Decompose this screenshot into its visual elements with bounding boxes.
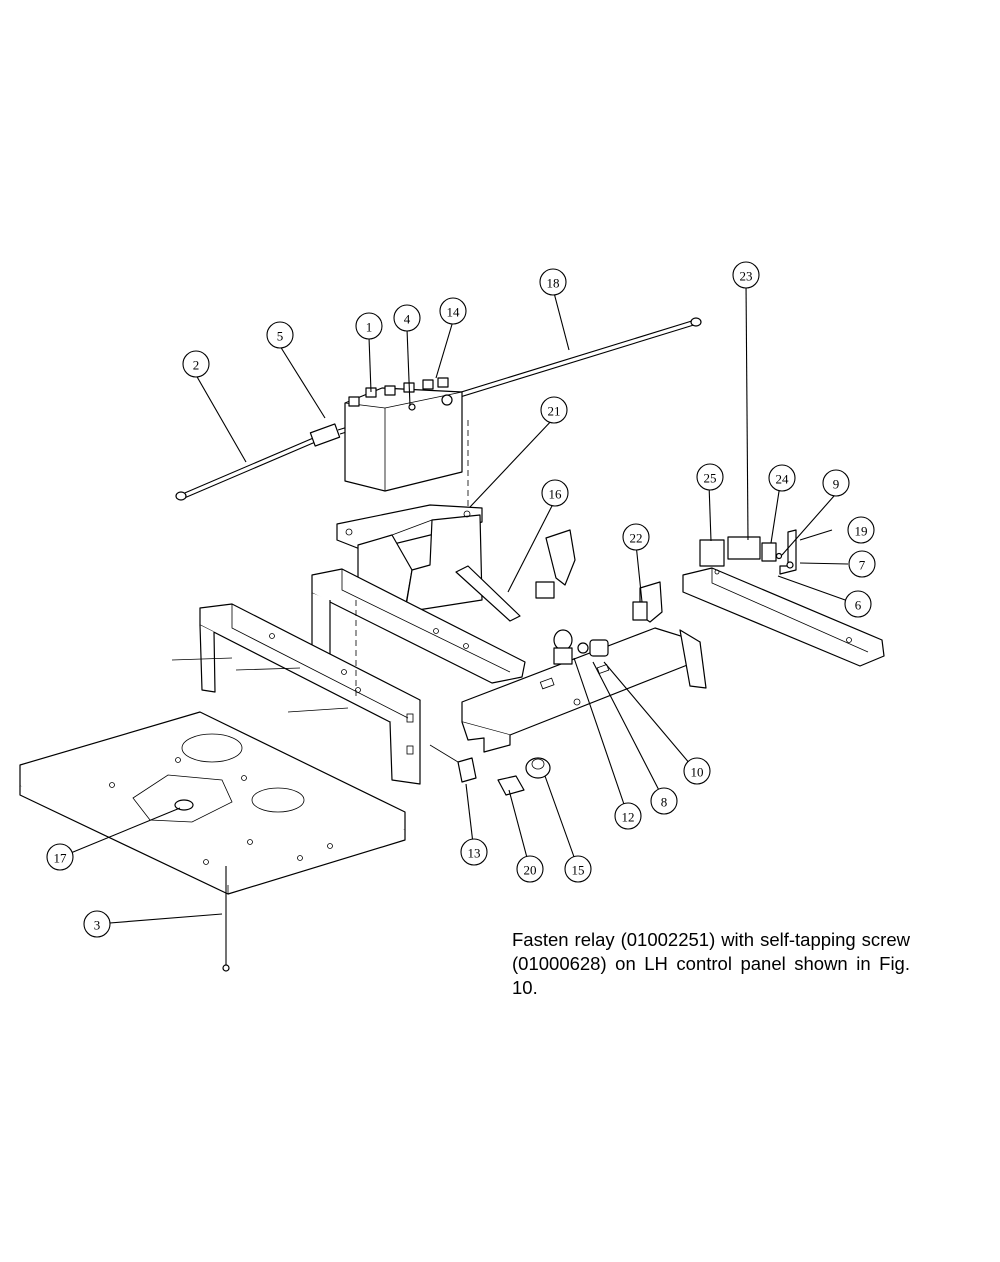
callout-number: 9: [833, 477, 840, 492]
callout-circle: [696, 463, 724, 491]
callout-circle: [822, 469, 850, 497]
callout-number: 13: [468, 846, 481, 861]
callout-15: 15: [564, 855, 592, 883]
callout-25: 25: [696, 463, 724, 491]
bezel-20: [497, 775, 525, 796]
callout-number: 16: [549, 487, 563, 502]
callout-number: 23: [740, 269, 753, 284]
callout-circle: [622, 523, 650, 551]
callout-number: 12: [622, 810, 635, 825]
callout-24: 24: [768, 464, 796, 492]
callout-4: 4: [393, 304, 421, 332]
grommet-15: [525, 757, 551, 779]
seat-switch: [455, 529, 576, 622]
callout-circle: [768, 464, 796, 492]
callout-2: 2: [182, 350, 210, 378]
callout-number: 14: [447, 305, 461, 320]
callout-circle: [439, 297, 467, 325]
switch-assembly: [699, 529, 797, 575]
callout-circle: [844, 590, 872, 618]
callout-circle: [460, 838, 488, 866]
callout-number: 25: [704, 471, 717, 486]
callout-number: 7: [859, 558, 866, 573]
callout-circle: [614, 802, 642, 830]
callout-18: 18: [539, 268, 567, 296]
relay-bracket: [632, 581, 663, 623]
callout-10: 10: [683, 757, 711, 785]
callout-number: 22: [630, 531, 643, 546]
callout-1: 1: [355, 312, 383, 340]
key-switch: [553, 629, 609, 665]
callout-number: 2: [193, 358, 200, 373]
chassis-plate: [19, 711, 406, 895]
battery: [344, 377, 463, 492]
callout-circle: [355, 312, 383, 340]
callout-17: 17: [46, 843, 74, 871]
control-panel: [461, 627, 707, 753]
callout-number: 18: [547, 276, 560, 291]
callout-16: 16: [541, 479, 569, 507]
right-control-panel: [682, 567, 885, 667]
ground-wire: [222, 866, 230, 972]
connector-13: [457, 757, 477, 783]
callout-circle: [46, 843, 74, 871]
callout-circle: [847, 516, 875, 544]
callout-13: 13: [460, 838, 488, 866]
callout-6: 6: [844, 590, 872, 618]
assembly-note: Fasten relay (01002251) with self-tappin…: [512, 928, 910, 1000]
callout-9: 9: [822, 469, 850, 497]
callout-circle: [393, 304, 421, 332]
callout-20: 20: [516, 855, 544, 883]
callout-19: 19: [847, 516, 875, 544]
callout-circle: [683, 757, 711, 785]
callout-number: 5: [277, 329, 284, 344]
callout-number: 24: [776, 472, 790, 487]
callout-circle: [516, 855, 544, 883]
callout-circle: [540, 396, 568, 424]
callout-14: 14: [439, 297, 467, 325]
callout-number: 15: [572, 863, 585, 878]
callout-number: 8: [661, 795, 668, 810]
callout-number: 3: [94, 918, 101, 933]
callout-circle: [182, 350, 210, 378]
callout-7: 7: [848, 550, 876, 578]
callout-number: 20: [524, 863, 537, 878]
callout-circle: [83, 910, 111, 938]
callout-number: 1: [366, 320, 373, 335]
callout-number: 21: [548, 404, 561, 419]
callout-circle: [564, 855, 592, 883]
callout-number: 4: [404, 312, 411, 327]
callout-number: 10: [691, 765, 704, 780]
assembly-note-line-1: Fasten relay (01002251) with self-tappin…: [512, 929, 910, 950]
callout-circle: [541, 479, 569, 507]
callout-circle: [848, 550, 876, 578]
callout-5: 5: [266, 321, 294, 349]
callout-3: 3: [83, 910, 111, 938]
callout-12: 12: [614, 802, 642, 830]
callout-23: 23: [732, 261, 760, 289]
callout-22: 22: [622, 523, 650, 551]
callout-21: 21: [540, 396, 568, 424]
battery-cable-negative: [175, 423, 341, 501]
callout-circle: [539, 268, 567, 296]
battery-tray: [336, 504, 483, 613]
callout-circle: [732, 261, 760, 289]
callout-number: 17: [54, 851, 68, 866]
callout-number: 19: [855, 524, 868, 539]
callout-number: 6: [855, 598, 862, 613]
assembly-note-line-2: (01000628) on LH control panel shown in …: [512, 953, 910, 998]
callout-8: 8: [650, 787, 678, 815]
callout-circle: [266, 321, 294, 349]
callout-circle: [650, 787, 678, 815]
